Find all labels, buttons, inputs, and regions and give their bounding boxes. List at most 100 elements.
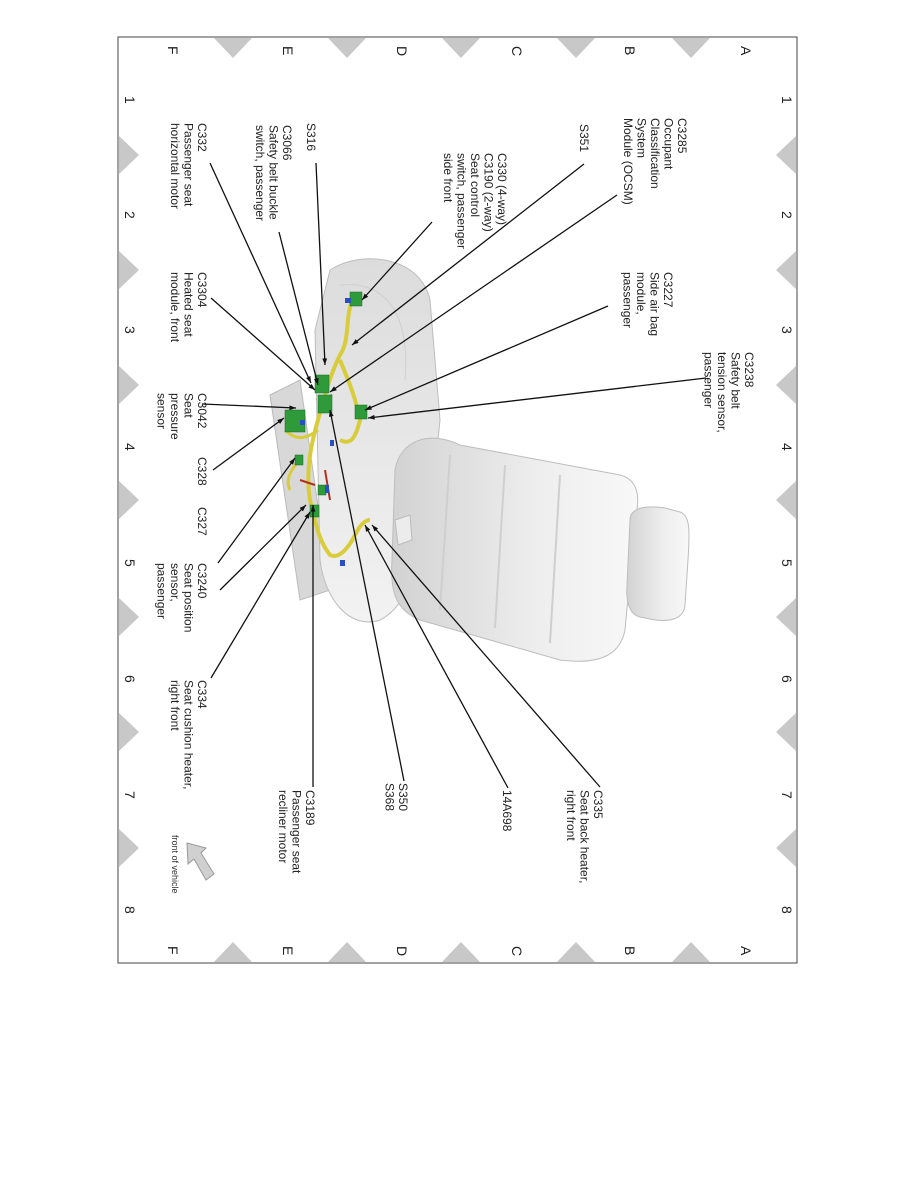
component-id: C3240 [195,563,209,599]
arrowhead-icon [304,512,310,519]
component-description: side front [441,153,455,203]
leader-line [217,457,296,564]
grid-number: 8 [779,906,795,914]
component-description: module, front [168,272,182,343]
component-id: C328 [195,457,209,486]
component-description: Passenger seat [290,790,304,874]
component-description: horizontal motor [168,123,182,209]
grid-letter: D [394,46,410,56]
callout-c330: C330 (4-way)C3190 (2-way)Seat controlswi… [441,153,509,249]
component-id: 14A698 [500,790,514,832]
border-triangle [776,829,796,867]
grid-number: 1 [779,96,795,104]
border-triangle [776,481,796,519]
component-description: pressure [168,393,182,440]
component-id: C3238 [742,352,756,388]
component-description: sensor, [168,563,182,602]
leader-lines [201,162,707,789]
arrowhead-icon [352,339,359,345]
arrowhead-icon [308,383,315,390]
component-description: right front [168,680,182,731]
grid-letter: F [165,46,181,55]
leader-line [201,403,297,409]
component-description: module, [634,272,648,315]
arrowhead-icon [372,525,379,532]
grid-letter: E [280,46,296,55]
grid-letter: E [280,946,296,955]
component-description: Occupant [662,118,676,170]
front-of-vehicle-indicator: front of vehicle [170,835,215,894]
border-triangle [119,829,139,867]
leader-line [364,305,609,411]
border-triangle [214,38,252,58]
leader-line [367,377,707,419]
component-id: C335 [591,790,605,819]
callout-c327: C327 [195,507,209,536]
border-triangle [442,942,480,962]
arrowhead-icon [362,293,369,300]
border-markers [119,38,796,962]
component-id: C3285 [675,118,689,154]
component-id: C334 [195,680,209,709]
component-id: C332 [195,123,209,152]
border-triangle [328,38,366,58]
arrowhead-icon [328,410,334,417]
arrowhead-icon [306,376,311,383]
seat-headrest [626,506,690,621]
arrowhead-icon [314,378,319,385]
grid-number: 6 [779,675,795,683]
component-description: Module (OCSM) [621,118,635,205]
component-description: Classification [648,118,662,189]
grid-letter: F [165,946,181,955]
callout-c3285: C3285OccupantClassificationSystemModule … [621,118,689,205]
arrowhead-icon [365,405,372,410]
leader-line [364,524,509,789]
arrowhead-icon [310,505,316,512]
grid-letter: A [738,46,754,56]
component-description: Safety belt buckle [267,125,281,220]
component-description: Seat cushion heater, [182,680,196,789]
leader-line [351,163,585,346]
component-id: C3227 [661,272,675,308]
leader-line [329,409,405,782]
seat-illustration [269,258,690,662]
border-triangle [776,366,796,404]
grid-letter: D [394,946,410,956]
callout-14a698: 14A698 [500,790,514,832]
component-id: C330 (4-way) [495,153,509,225]
border-triangle [776,136,796,174]
arrowhead-icon [322,358,328,365]
component-id: S351 [577,124,591,152]
leader-line [329,194,618,393]
leader-line [209,162,312,384]
leader-line [210,297,316,391]
grid-number: 7 [779,791,795,799]
callout-s316: S316 [304,123,318,151]
leader-line [371,524,601,788]
leader-line [278,231,319,386]
grid-number: 5 [779,559,795,567]
border-triangle [672,38,710,58]
border-triangle [328,942,366,962]
component-description: Safety belt [729,352,743,409]
component-description: sensor [155,393,169,429]
grid-number: 2 [122,211,138,219]
border-triangle [119,136,139,174]
grid-letter: B [622,946,638,955]
border-triangle [119,713,139,751]
grid-number: 1 [122,96,138,104]
component-description: Seat control [468,153,482,217]
leader-line [210,511,311,679]
component-description: C3190 (2-way) [482,153,496,232]
component-description: switch, passenger [253,125,267,221]
border-triangle [557,942,595,962]
